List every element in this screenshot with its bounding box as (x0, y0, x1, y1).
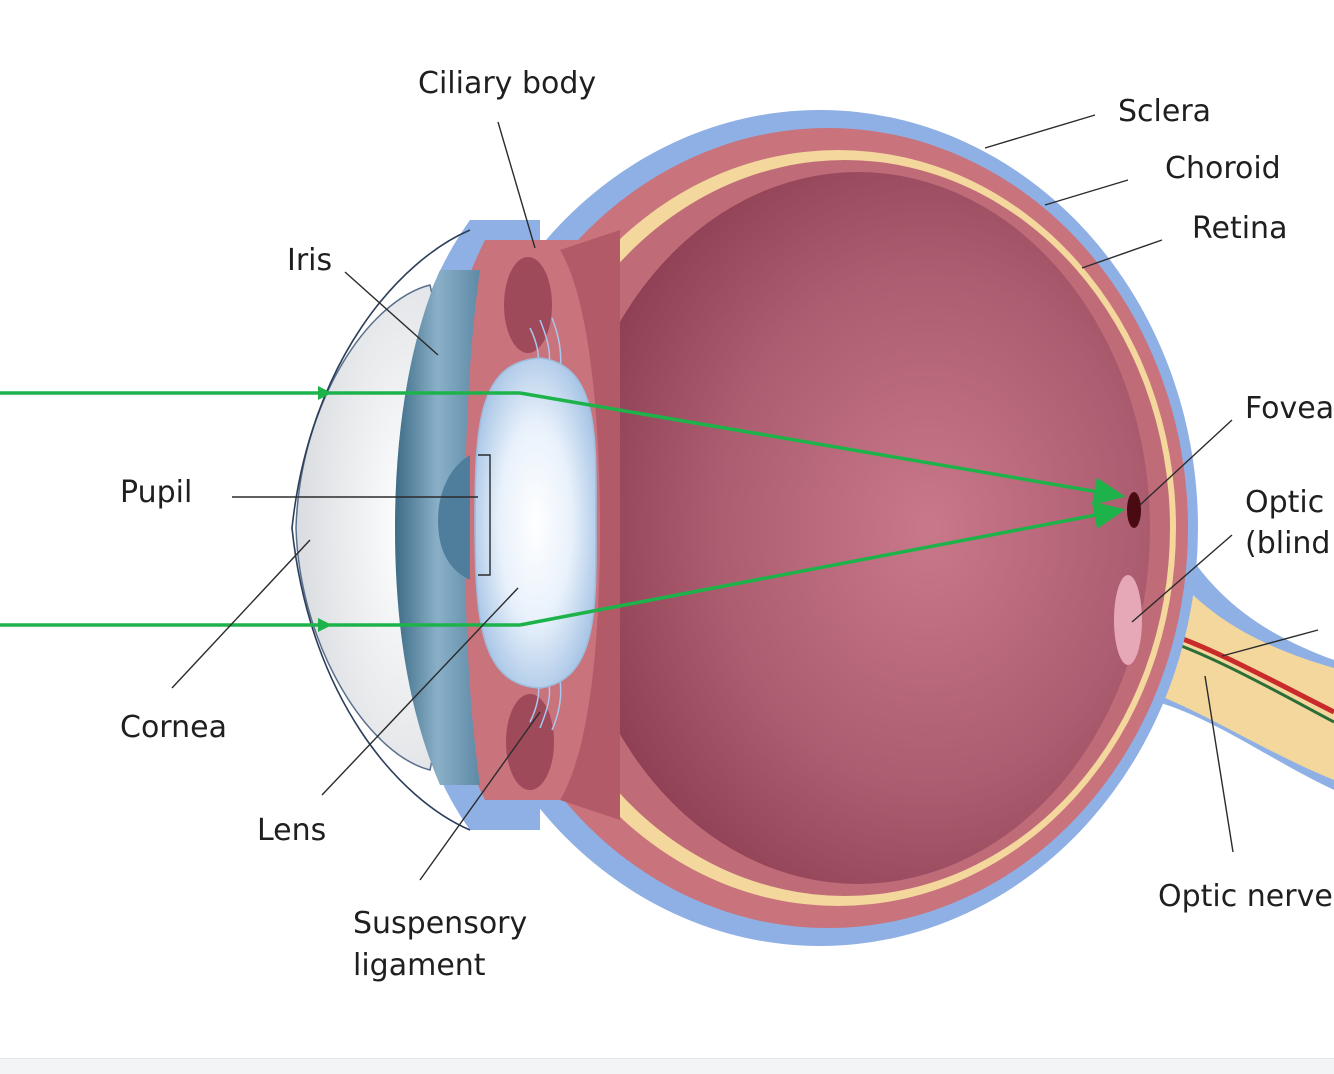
leader-choroid (1045, 180, 1128, 205)
label-ciliary-body: Ciliary body (418, 66, 596, 101)
label-choroid: Choroid (1165, 151, 1281, 186)
label-lens: Lens (257, 813, 326, 848)
label-sclera: Sclera (1118, 94, 1211, 129)
label-optic-disc-line1: Optic d (1245, 485, 1334, 520)
leader-cornea (172, 540, 310, 688)
label-optic-disc-line2: (blind (1245, 526, 1330, 561)
ciliary-process-top (504, 257, 552, 353)
label-fovea: Fovea (1245, 391, 1334, 426)
label-suspensory-line2: ligament (353, 948, 486, 983)
leader-sclera (985, 115, 1095, 148)
optic-disc (1114, 575, 1142, 665)
label-suspensory-line1: Suspensory (353, 906, 527, 941)
label-optic-nerve: Optic nerve (1158, 879, 1333, 914)
vitreous-body (566, 172, 1150, 884)
label-cornea: Cornea (120, 710, 227, 745)
fovea-spot (1127, 492, 1141, 528)
label-iris: Iris (287, 243, 332, 278)
bottom-bar (0, 1058, 1334, 1074)
label-pupil: Pupil (120, 475, 192, 510)
label-retina: Retina (1192, 211, 1287, 246)
lens-shape (475, 358, 596, 688)
